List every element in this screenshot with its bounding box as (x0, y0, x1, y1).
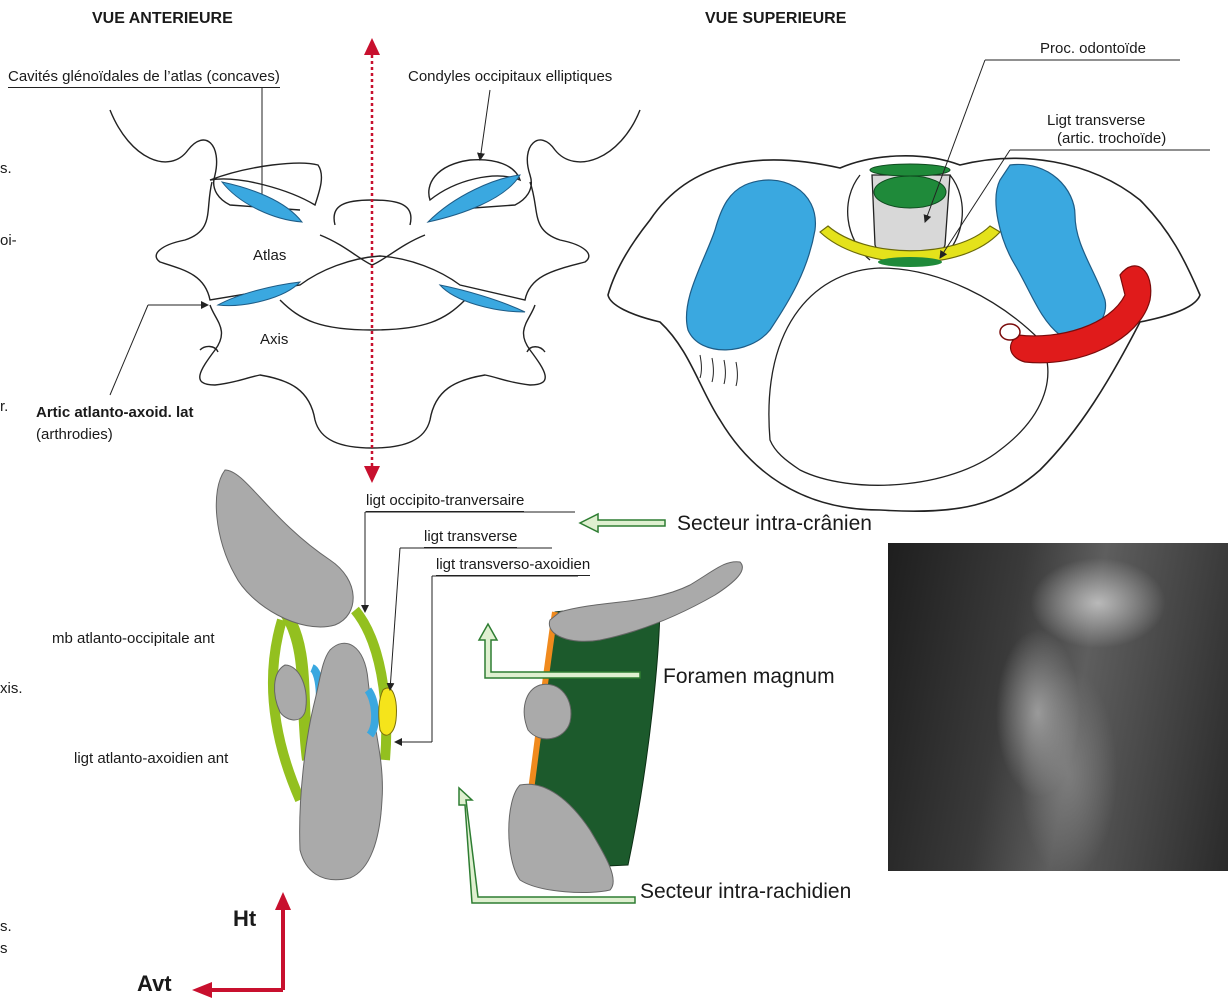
transverse-ligament-sagittal-label: ligt transverse (424, 528, 517, 548)
edge-fragment: s. (0, 918, 12, 936)
intrarachidian-sector-label: Secteur intra-rachidien (640, 880, 851, 904)
anterior-view-drawing (110, 88, 640, 448)
front-direction-label: Avt (137, 975, 172, 993)
axis-label: Axis (260, 331, 288, 349)
foramen-magnum-label: Foramen magnum (663, 665, 835, 689)
edge-fragment: r. (0, 398, 8, 416)
midline-arrow (364, 38, 380, 483)
atlanto-occipital-membrane-label: mb atlanto-occipitale ant (52, 630, 215, 648)
foramen-view-drawing (509, 562, 743, 893)
trochoid-label: (artic. trochoïde) (1057, 130, 1166, 148)
artic-atlanto-axoid-label: Artic atlanto-axoid. lat (36, 404, 194, 422)
intracranial-sector-label: Secteur intra-crânien (677, 512, 872, 536)
odontoid-label: Proc. odontoïde (1040, 40, 1146, 58)
superior-view-title: VUE SUPERIEURE (705, 10, 846, 28)
glenoid-cavity-label: Cavités glénoïdales de l’atlas (concaves… (8, 68, 280, 88)
edge-fragment: xis. (0, 680, 23, 698)
edge-fragment: s. (0, 160, 12, 178)
transverse-ligament-label: Ligt transverse (1047, 112, 1145, 130)
occipital-condyles-label: Condyles occipitaux elliptiques (408, 68, 612, 86)
edge-fragment: s (0, 940, 8, 958)
xray-image (888, 543, 1228, 871)
occipito-transverse-ligament-label: ligt occipito-tranversaire (366, 492, 524, 512)
atlanto-axoid-ligament-label: ligt atlanto-axoidien ant (74, 750, 228, 768)
anterior-view-title: VUE ANTERIEURE (92, 10, 233, 28)
up-direction-label: Ht (233, 910, 256, 928)
edge-fragment: oi- (0, 232, 17, 250)
arthrodies-label: (arthrodies) (36, 426, 113, 444)
transverso-axoid-ligament-label: ligt transverso-axoidien (436, 556, 590, 576)
atlas-label: Atlas (253, 247, 286, 265)
